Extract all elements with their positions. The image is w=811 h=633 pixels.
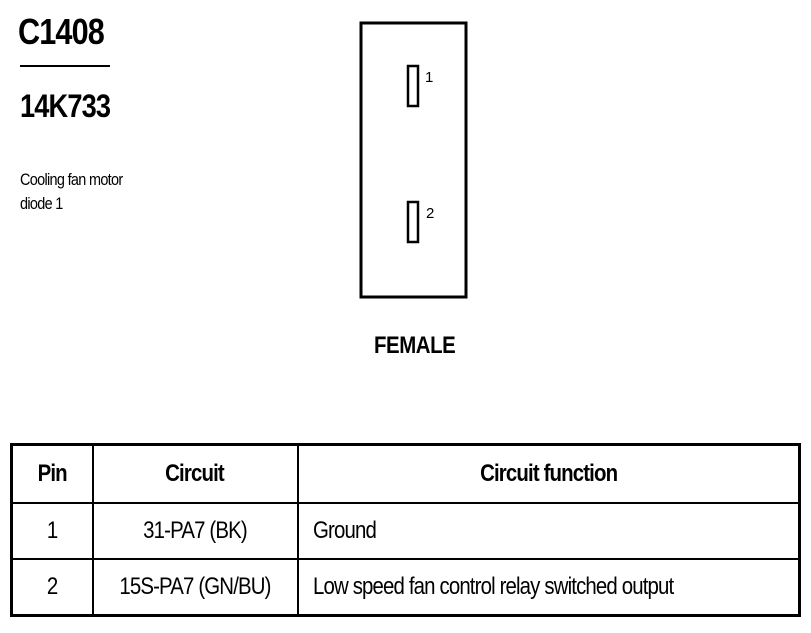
cell-pin: 1 [10,502,94,560]
table-row: 1 31-PA7 (BK) Ground [10,502,801,560]
pin-1-terminal [406,64,420,108]
cell-circuit-function: Low speed fan control relay switched out… [296,558,801,617]
table-row: 2 15S-PA7 (GN/BU) Low speed fan control … [10,558,801,617]
part-number: 14K733 [20,88,111,124]
pin-1-label: 1 [425,69,433,86]
cell-pin: 2 [10,558,94,617]
connector-face-diagram: 1 2 [359,21,468,299]
header-circuit-function: Circuit function [296,443,801,504]
cell-circuit: 31-PA7 (BK) [91,502,299,560]
description-line-2: diode 1 [20,194,63,213]
table-header-row: Pin Circuit Circuit function [10,443,801,504]
description-line-1: Cooling fan motor [20,170,123,189]
header-circuit: Circuit [91,443,299,504]
connector-housing [359,21,468,299]
connector-gender-label: FEMALE [374,332,456,359]
cell-circuit: 15S-PA7 (GN/BU) [91,558,299,617]
connector-id: C1408 [18,11,105,52]
pin-2-label: 2 [426,205,434,222]
header-pin: Pin [10,443,94,504]
pin-2-terminal [406,200,420,244]
pinout-table: Pin Circuit Circuit function 1 31-PA7 (B… [10,443,801,617]
connector-description: Cooling fan motor diode 1 [20,168,148,216]
title-divider [20,65,110,67]
cell-circuit-function: Ground [296,502,801,560]
